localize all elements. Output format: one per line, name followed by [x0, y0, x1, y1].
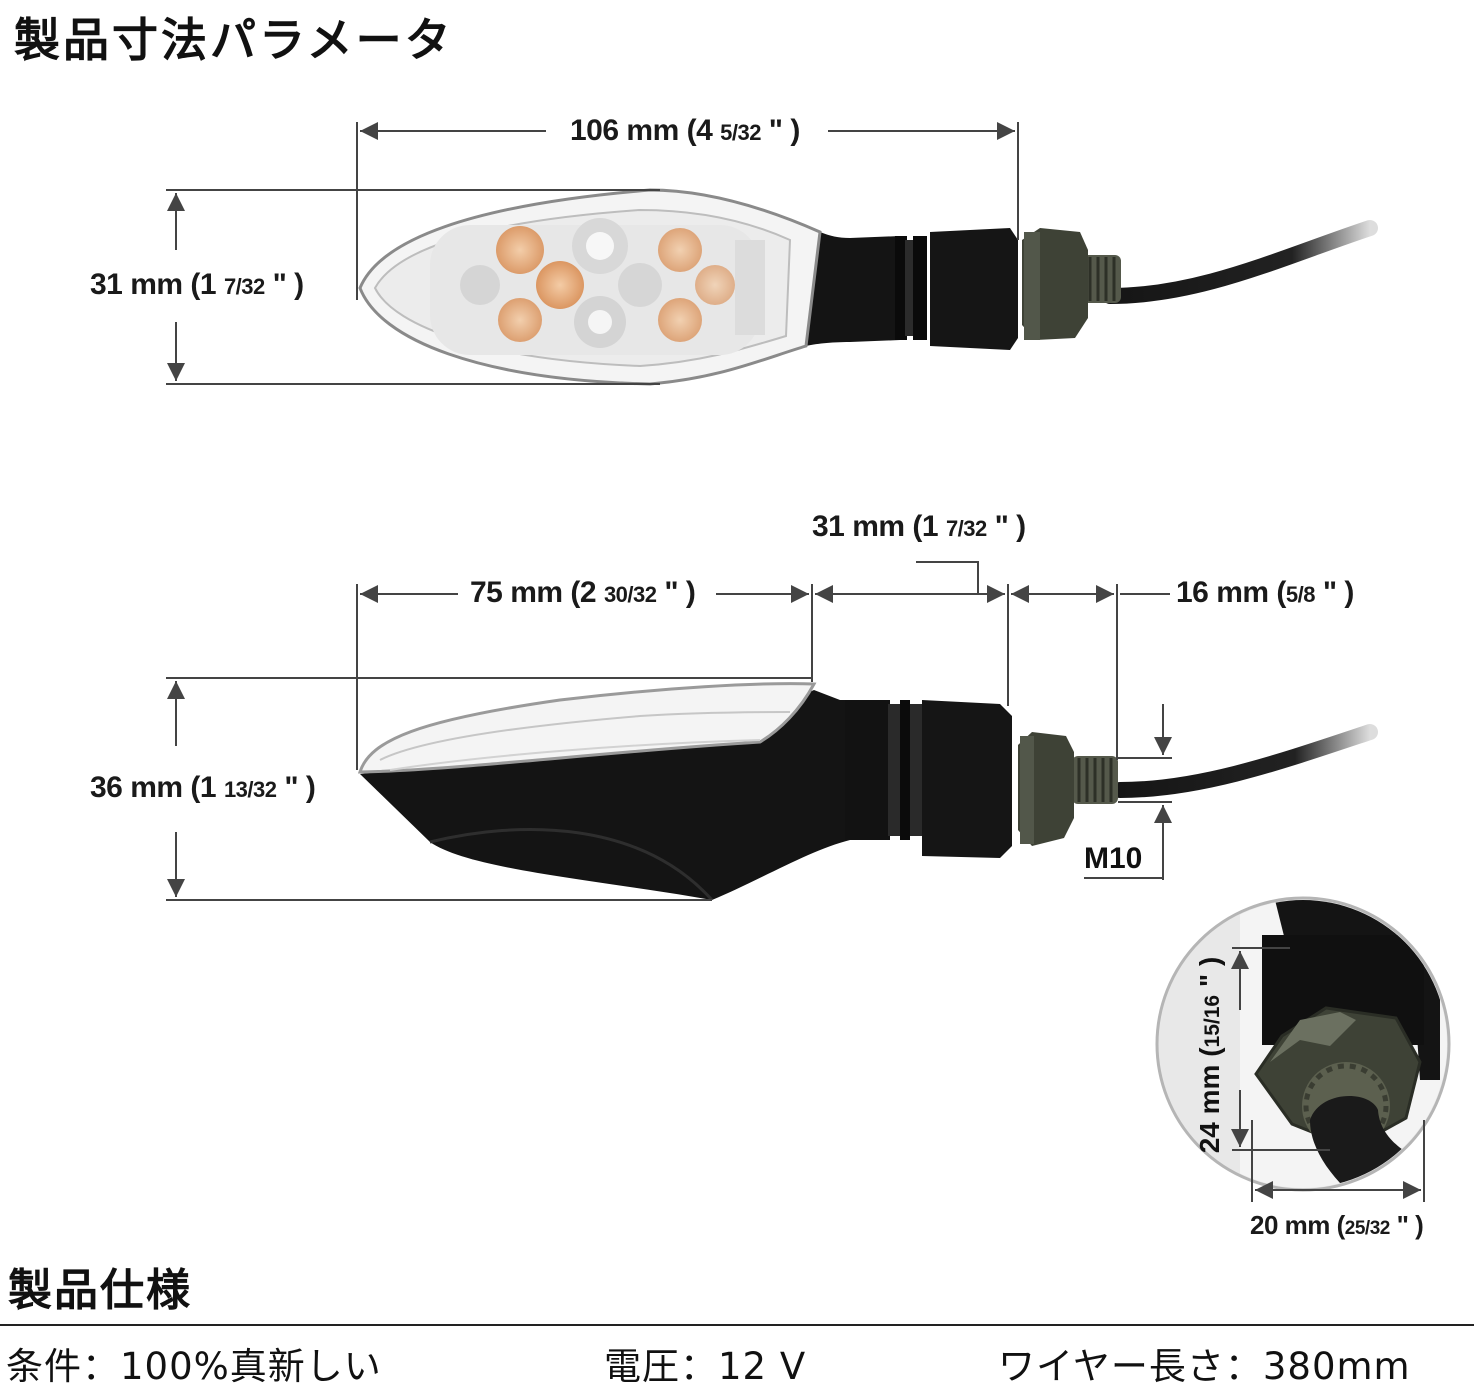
top-dimension-lines — [166, 122, 1019, 385]
side-view-turn-signal — [357, 682, 1378, 902]
page-title: 製品寸法パラメータ — [14, 13, 454, 67]
detail-wire — [1310, 1096, 1447, 1188]
spec-wire-length: ワイヤー長さ：380mm — [998, 1345, 1411, 1388]
side-wire — [1112, 724, 1378, 798]
top-wire — [1102, 220, 1378, 304]
side-lens — [357, 682, 817, 774]
top-body — [806, 232, 900, 346]
top-length-label: 106 mm (4 5/32 " ) — [570, 114, 800, 147]
detail-width-label: 20 mm (25/32 " ) — [1250, 1210, 1424, 1240]
spec-title: 製品仕様 — [8, 1265, 192, 1316]
top-led-cluster — [430, 218, 765, 355]
side-height-label: 36 mm (1 13/32 " ) — [90, 771, 316, 804]
detail-height-label: 24 mm (15/16 " ) — [1194, 956, 1225, 1154]
side-dimension-lines — [166, 561, 1172, 901]
thread-size-label: M10 — [1084, 842, 1143, 875]
spec-condition: 条件：100%真新しい — [6, 1345, 382, 1388]
side-bolt-length-label: 16 mm (5/8 " ) — [1176, 576, 1354, 609]
spec-divider — [0, 1324, 1474, 1326]
top-view-turn-signal — [358, 188, 1378, 386]
side-front-length-label: 75 mm (2 30/32 " ) — [470, 576, 696, 609]
side-body-length-label: 31 mm (1 7/32 " ) — [812, 510, 1026, 543]
top-height-label: 31 mm (1 7/32 " ) — [90, 268, 304, 301]
detail-view-circle — [1155, 896, 1451, 1192]
spec-voltage: 電圧：12 V — [604, 1345, 807, 1388]
detail-dimension-lines — [1231, 947, 1425, 1202]
